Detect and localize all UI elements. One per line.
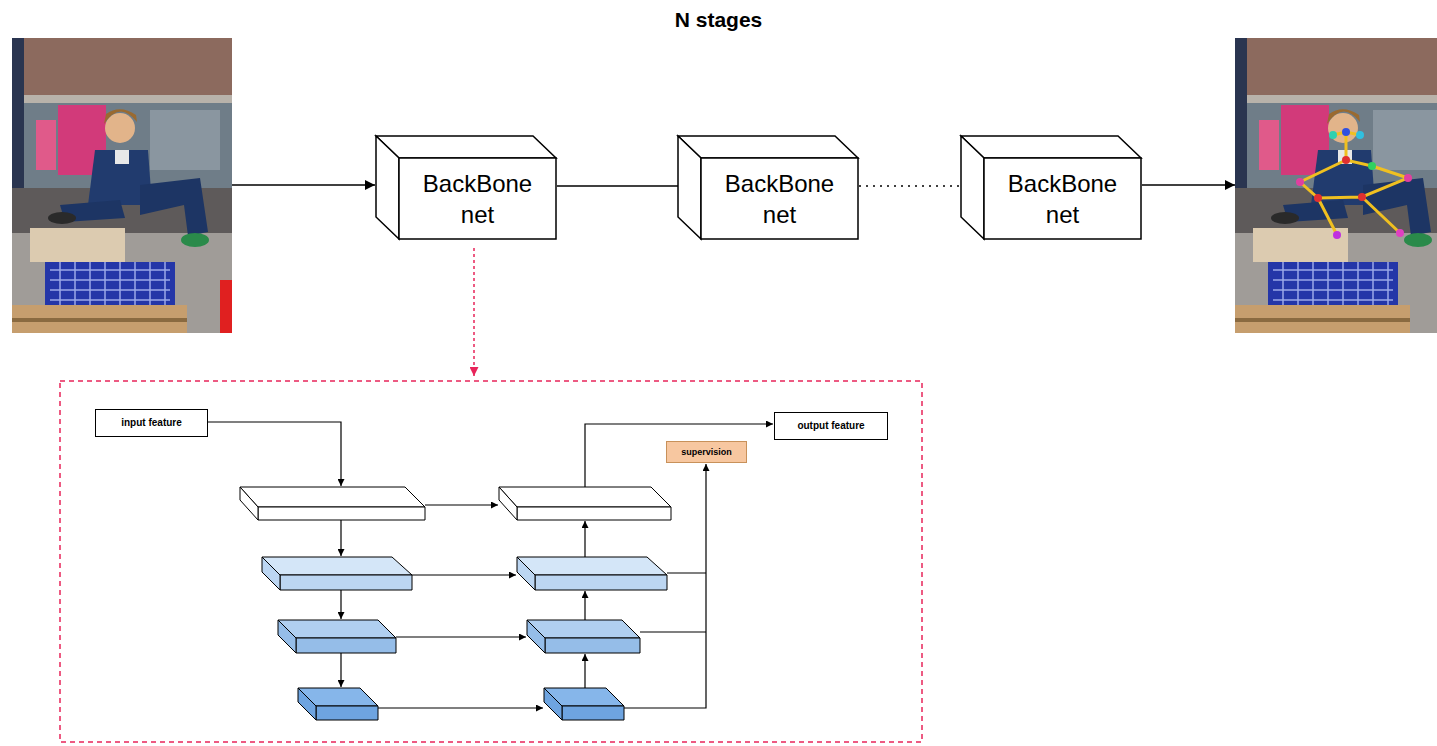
feature-box: output feature <box>774 412 888 440</box>
stage-block: BackBone net <box>375 135 557 240</box>
stage-label: BackBone net <box>720 168 840 230</box>
pose-keypoints <box>1296 128 1412 239</box>
feature-box: input feature <box>95 409 208 437</box>
diagram-title: N stages <box>0 8 1437 32</box>
input-arrow <box>232 184 375 186</box>
cube-face <box>701 158 858 239</box>
cube-face <box>961 136 984 239</box>
stage-block: BackBone net <box>677 135 859 240</box>
cube-face <box>678 136 858 158</box>
stage-block: BackBone net <box>960 135 1142 240</box>
stage-label: BackBone net <box>1003 168 1123 230</box>
input-photo <box>12 38 232 333</box>
zoom-leader <box>473 248 475 376</box>
box-label: supervision <box>681 447 732 458</box>
feature-slabs <box>240 487 671 720</box>
cube-face <box>984 158 1141 239</box>
cube-face <box>678 136 701 239</box>
cube-face <box>961 136 1141 158</box>
zoom-region <box>60 381 922 742</box>
supervision-box: supervision <box>666 441 747 463</box>
pose-skeleton <box>1300 132 1408 235</box>
box-label: output feature <box>797 420 864 432</box>
output-arrow <box>1142 184 1235 186</box>
box-label: input feature <box>121 417 182 429</box>
inner-arrows <box>208 422 773 708</box>
cube-face <box>376 136 556 158</box>
stage-label: BackBone net <box>418 168 538 230</box>
cube-face <box>376 136 399 239</box>
output-photo <box>1235 38 1437 333</box>
cube-face <box>399 158 556 239</box>
